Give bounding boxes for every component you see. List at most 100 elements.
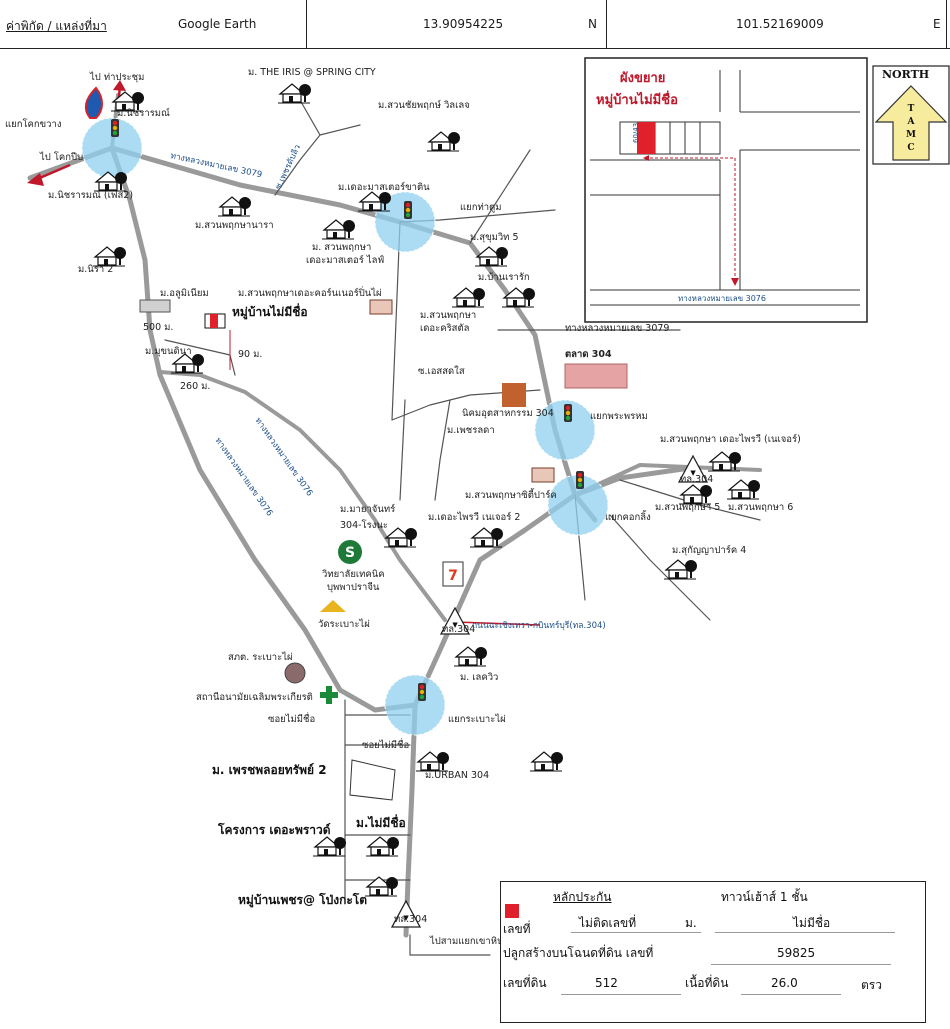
pinpai-house-icon bbox=[369, 299, 393, 315]
label-college: วิทยาลัยเทคนิค bbox=[321, 569, 384, 580]
label-suan-p-the-privy: ม.สวนพฤกษา เดอะไพรวี (เนเจอร์) bbox=[660, 433, 801, 445]
label-suan-phruksa-master2: เดอะมาสเตอร์ ไลฟ์ bbox=[306, 254, 384, 266]
inset-map: ผังขยาย หมู่บ้านไม่มีชื่อ 60/43 ทางหลวงห… bbox=[584, 57, 868, 323]
label-talad-304: ตลาด 304 bbox=[565, 349, 612, 360]
label-phet-2: ม. เพรชพลอยทรัพย์ 2 bbox=[212, 763, 327, 777]
house-icon bbox=[453, 646, 488, 667]
header-rule bbox=[0, 48, 950, 49]
label-aluminium: ม.อลูมิเนียม bbox=[160, 287, 209, 299]
collateral-legend: หลักประกัน ทาวน์เฮ้าส์ 1 ชั้น เลขที่ ไม่… bbox=[500, 881, 926, 1023]
label-suan-p5: ม.สวนพฤกษา 5 bbox=[655, 502, 720, 513]
label-dist-90: 90 ม. bbox=[238, 349, 262, 360]
intersection-rabao-phai bbox=[384, 674, 446, 736]
intersection-tha-tum bbox=[374, 191, 436, 253]
label-suan-p-crystal: ม.สวนพฤกษา bbox=[420, 310, 476, 321]
legend-land-no-value: 512 bbox=[595, 976, 618, 990]
inset-title-2: หมู่บ้านไม่มีชื่อ bbox=[596, 90, 678, 108]
industrial-building-icon bbox=[502, 383, 526, 407]
seven-eleven-icon bbox=[442, 561, 464, 587]
traffic-light-icon bbox=[576, 471, 584, 489]
inset-plot-label: 60/43 bbox=[632, 123, 640, 143]
label-yaek-tha-tum: แยกท่าตูม bbox=[460, 202, 501, 213]
house-icon bbox=[383, 527, 418, 548]
ptt-station-icon bbox=[84, 86, 103, 119]
north-letter-m: M bbox=[906, 130, 916, 140]
header-cell-lon bbox=[606, 0, 947, 48]
house-icon bbox=[529, 751, 564, 772]
road-3079 bbox=[27, 145, 598, 523]
label-suan-phruksa-master: ม. สวนพฤกษา bbox=[312, 242, 371, 253]
legend-house-no-value: ไม่ติดเลขที่ bbox=[579, 916, 637, 930]
traffic-light-icon bbox=[418, 683, 426, 701]
label-nirat: ม.นิชรารมณ์ bbox=[117, 107, 170, 119]
label-dist-500: 500 ม. bbox=[143, 322, 173, 333]
label-suan-p-crystal2: เดอะคริสตัล bbox=[420, 323, 470, 334]
label-soi-noname2: ซอยไม่มีชื่อ bbox=[362, 738, 409, 751]
house-icon bbox=[217, 196, 252, 217]
legend-moo-label: ม. bbox=[685, 916, 697, 930]
house-icon bbox=[321, 219, 356, 240]
label-suan-p6: ม.สวนพฤกษา 6 bbox=[728, 502, 793, 513]
label-soi-esso: ซ.เอสสดใส bbox=[418, 365, 465, 377]
label-hwy-3076-a: ทางหลวงหมายเลข 3076 bbox=[253, 416, 315, 498]
label-urban: ม.URBAN 304 bbox=[425, 770, 489, 781]
label-kor-304-a: ทล.304 bbox=[680, 474, 713, 485]
legend-type: ทาวน์เฮ้าส์ 1 ชั้น bbox=[721, 890, 808, 904]
label-sapha: สภต. ระเบาะไผ่ bbox=[228, 651, 293, 663]
market-photo-icon bbox=[564, 363, 628, 389]
label-wat: วัดระเบาะไผ่ bbox=[318, 618, 370, 630]
house-icon bbox=[663, 559, 698, 580]
phet-2-plan-icon bbox=[349, 759, 396, 801]
house-icon bbox=[451, 287, 486, 308]
legend-moo-value: ไม่มีชื่อ bbox=[793, 916, 831, 930]
house-icon bbox=[365, 836, 400, 857]
source-value: Google Earth bbox=[178, 17, 257, 31]
soi-thin bbox=[164, 99, 761, 956]
north-letter-c: C bbox=[907, 143, 914, 153]
house-icon bbox=[469, 527, 504, 548]
legend-area-value: 26.0 bbox=[771, 976, 798, 990]
label-m-noname: ม.ไม่มีชื่อ bbox=[356, 814, 406, 830]
arrow-to-project-icon bbox=[454, 621, 541, 626]
label-suan-chai: ม.สวนชัยพฤกษ์ วิลเลจ bbox=[378, 99, 470, 111]
legend-red-swatch bbox=[505, 904, 519, 918]
project-location-icon bbox=[204, 313, 226, 329]
label-sukhumvit5: ม.สุขุมวิท 5 bbox=[470, 232, 519, 243]
label-hwy-3079-b: ทางหลวงหมายเลข 3079 bbox=[565, 323, 669, 334]
label-phuea-304: 304-โรงนะ bbox=[340, 519, 388, 531]
label-suan-phruksa-nara: ม.สวนพฤกษานารา bbox=[195, 220, 274, 231]
label-project: หมู่บ้านไม่มีชื่อ bbox=[232, 303, 308, 320]
house-icon bbox=[426, 131, 461, 152]
latitude-value: 13.90954225 bbox=[423, 17, 504, 31]
label-village-suan-p: ม.สวนพฤกษาเดอะคอร์นเนอร์ปิ่นไผ่ bbox=[238, 286, 382, 299]
label-the-grand: โครงการ เดอะพราวด์ bbox=[217, 822, 331, 837]
legend-deed-value: 59825 bbox=[777, 946, 816, 960]
north-arrow: NORTH T A M C bbox=[872, 65, 950, 165]
legend-land-no-label: เลขที่ดิน bbox=[503, 976, 547, 990]
label-ban-rao-rak: ม.บ้านเรารัก bbox=[478, 272, 530, 283]
svg-text:7: 7 bbox=[448, 568, 458, 584]
landmark-icons: S 7 bbox=[84, 86, 708, 928]
longitude-value: 101.52169009 bbox=[736, 17, 824, 31]
label-nira2: ม.นิรา 2 bbox=[78, 264, 113, 275]
label-kor-304-c: ทล.304 bbox=[394, 914, 427, 925]
intersection-markers bbox=[81, 117, 609, 736]
label-road-304: ถนนฉะเชิงเทรา-กบินทร์บุรี(ทล.304) bbox=[472, 620, 606, 631]
aluminium-building-icon bbox=[139, 299, 171, 313]
header-bar: ค่าพิกัด / แหล่งที่มา Google Earth 13.90… bbox=[0, 0, 950, 52]
label-nirat2: ม.นิชรารมณ์ (เฟส2) bbox=[48, 189, 133, 201]
label-m-lake: ม. เลควิว bbox=[460, 672, 498, 683]
label-phueng-ruedee: ม.เพชรลดา bbox=[447, 425, 495, 436]
north-letter-a: A bbox=[907, 117, 916, 127]
svg-text:S: S bbox=[345, 545, 355, 561]
label-kor-304-b: ทล.304 bbox=[442, 624, 475, 635]
latitude-dir: N bbox=[588, 17, 597, 31]
label-the-master: ม.เดอะมาสเตอร์ขาติน bbox=[338, 181, 430, 193]
legend-deed-label: ปลูกสร้างบนโฉนดที่ดิน เลขที่ bbox=[503, 946, 654, 960]
north-letter-t: T bbox=[908, 104, 915, 114]
label-suan-p-city-park: ม.สวนพฤกษาซิตี้ปาร์ค bbox=[465, 488, 557, 501]
intersection-phrom bbox=[534, 399, 596, 461]
legend-area-unit: ตรว bbox=[861, 978, 882, 992]
label-sukan-park4: ม.สุกัญญาปาร์ค 4 bbox=[672, 544, 746, 556]
house-icon bbox=[277, 83, 312, 104]
